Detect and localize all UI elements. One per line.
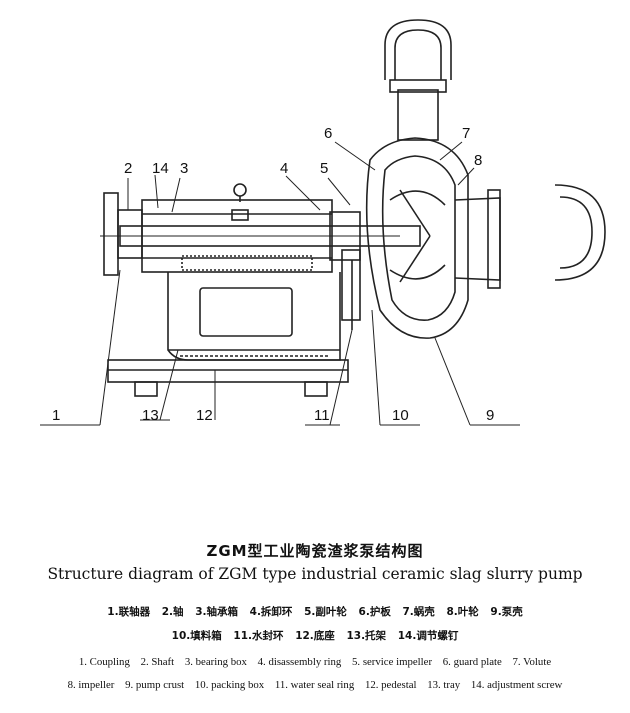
legend-en-item: 5. service impeller [352,656,433,668]
shaft [100,225,421,247]
inlet-nozzle [454,189,501,289]
legend-cn-item: 6.护板 [358,606,391,618]
legend-chinese-row-1: 1.联轴器 2.轴 3.轴承箱 4.拆卸环 5.副叶轮 6.护板 7.蜗壳 8.… [0,604,630,619]
legend-en-item: 1. Coupling [78,656,130,668]
legend-en-item: 14. adjustment screw [470,679,563,691]
callout-14: 14 [152,160,169,177]
side-flange-view [554,184,606,281]
legend-en-item: 8. impeller [67,679,115,691]
legend-cn-item: 2.轴 [161,606,184,618]
callout-8: 8 [474,152,482,169]
callout-1: 1 [52,407,60,424]
legend-english-row-2: 8. impeller 9. pump crust 10. packing bo… [0,679,630,691]
legend-cn-item: 11.水封环 [233,630,284,642]
legend-en-item: 13. tray [427,679,461,691]
legend-en-item: 12. pedestal [364,679,417,691]
pump-cross-section-drawing: 1 2 3 4 5 6 7 8 9 10 11 12 13 14 [40,19,606,426]
leader-lines [40,141,520,426]
callout-4: 4 [280,160,288,177]
legend-cn-item: 5.副叶轮 [304,606,347,618]
pump-casing [365,137,469,339]
legend-en-item: 11. water seal ring [274,679,355,691]
legend-cn-item: 7.蜗壳 [402,606,435,618]
legend-en-item: 2. Shaft [140,656,175,668]
legend-en-item: 9. pump crust [125,679,185,691]
pedestal-base [107,359,349,397]
callout-12: 12 [196,407,213,424]
callout-6: 6 [324,125,332,142]
legend-cn-item: 1.联轴器 [107,606,151,618]
legend-chinese-row-2: 10.填料箱 11.水封环 12.底座 13.托架 14.调节螺钉 [0,628,630,643]
callout-3: 3 [180,160,188,177]
callout-10: 10 [392,407,409,424]
legend-en-item: 3. bearing box [184,656,247,668]
legend-en-item: 10. packing box [194,679,265,691]
legend-cn-item: 14.调节螺钉 [397,630,459,642]
coupling [103,192,143,276]
callout-2: 2 [124,160,132,177]
legend-en-item: 6. guard plate [442,656,502,668]
callout-7: 7 [462,125,470,142]
legend-en-item: 4. disassembly ring [257,656,342,668]
legend-cn-item: 13.托架 [346,630,387,642]
bracket-tray [167,272,341,361]
callout-11: 11 [314,407,330,424]
legend-cn-item: 4.拆卸环 [249,606,293,618]
callout-5: 5 [320,160,328,177]
legend-cn-item: 12.底座 [295,630,335,642]
legend-cn-item: 10.填料箱 [171,630,222,642]
legend-cn-item: 8.叶轮 [446,606,479,618]
legend-cn-item: 3.轴承箱 [195,606,238,618]
outlet-pipe [384,19,452,141]
title-english: Structure diagram of ZGM type industrial… [47,565,583,583]
bearing-box [141,183,333,273]
callout-9: 9 [486,407,494,424]
legend-cn-item: 9.泵壳 [490,606,523,618]
callout-13: 13 [142,407,159,424]
legend-en-item: 7. Volute [512,656,552,668]
legend-english-row-1: 1. Coupling 2. Shaft 3. bearing box 4. d… [0,656,630,668]
title-chinese: ZGM型工业陶瓷渣浆泵结构图 [206,542,424,560]
seal-area [329,211,361,330]
